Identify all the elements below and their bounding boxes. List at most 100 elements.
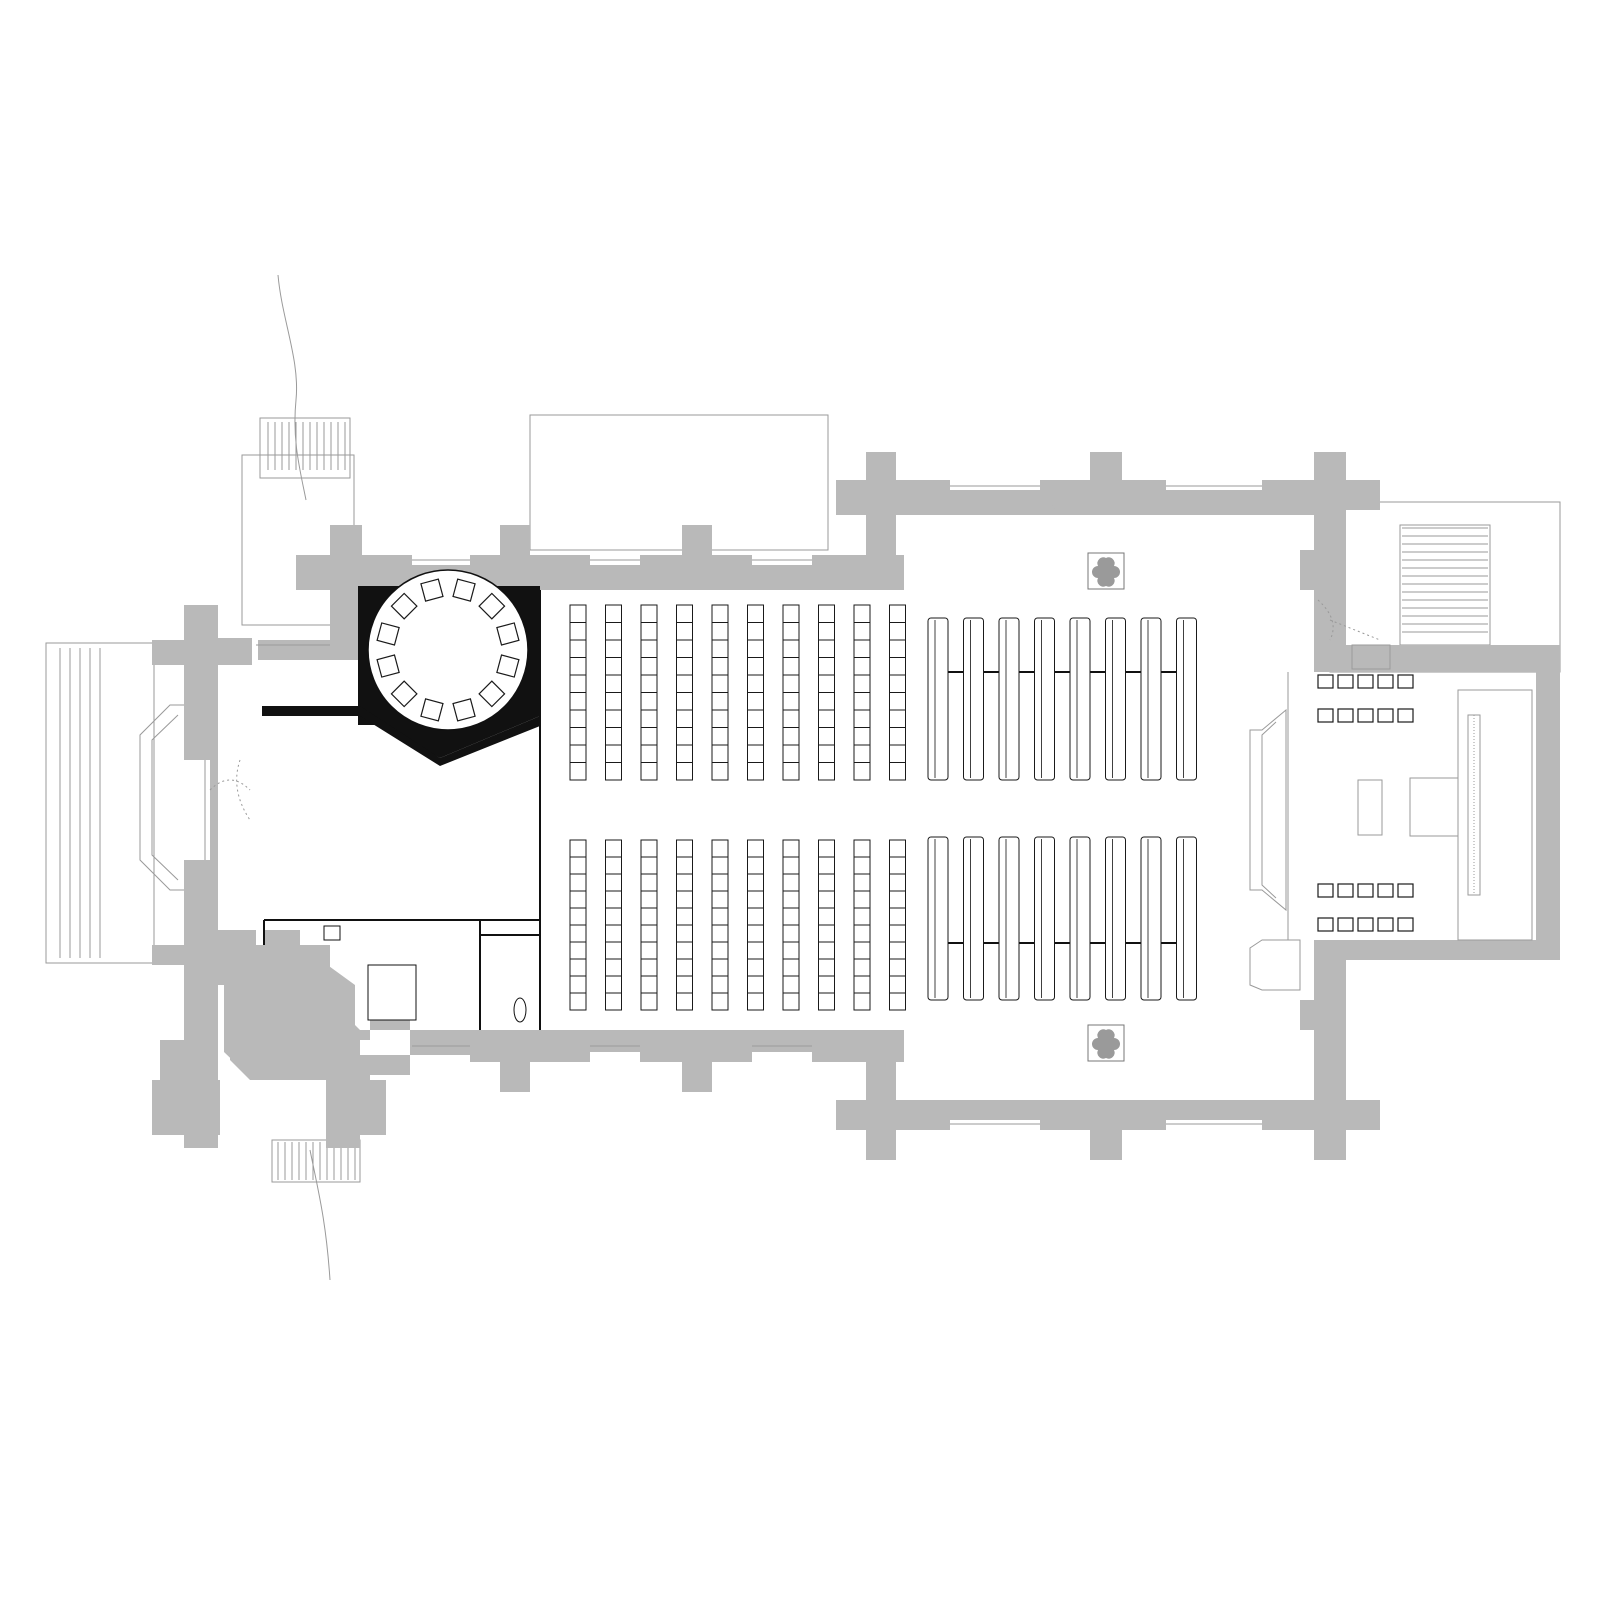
choir-chair xyxy=(1377,674,1394,689)
pew-seat xyxy=(676,975,693,994)
pew-seat xyxy=(605,975,622,994)
pew-seat xyxy=(676,890,693,909)
pew-seat xyxy=(818,890,835,909)
pew-seat xyxy=(747,639,764,658)
pew-seat xyxy=(853,639,871,658)
nave-bench xyxy=(998,836,1020,1001)
pew-seat xyxy=(747,622,764,641)
pew-seat xyxy=(818,856,835,875)
pew-seat xyxy=(711,622,729,641)
round-table-chair xyxy=(452,578,476,602)
pew-seat xyxy=(605,907,622,926)
pew-seat xyxy=(676,958,693,977)
south-wall-front xyxy=(410,1030,904,1092)
pew-seat xyxy=(640,907,658,926)
pew-seat xyxy=(782,657,800,676)
pew-seat xyxy=(640,674,658,693)
pew-seat xyxy=(889,744,906,763)
choir-chair xyxy=(1397,883,1414,898)
pew-seat xyxy=(605,674,622,693)
nave-bench xyxy=(1034,617,1055,781)
pew-seat xyxy=(711,907,729,926)
pew-seat xyxy=(640,692,658,711)
pew-seat xyxy=(605,744,622,763)
choir-chair xyxy=(1377,917,1394,932)
pew-seat xyxy=(853,839,871,858)
pew-seat xyxy=(818,992,835,1011)
pew-seat xyxy=(640,992,658,1011)
choir-chair xyxy=(1317,708,1334,723)
choir-chair xyxy=(1357,674,1374,689)
pew-seat xyxy=(711,604,729,623)
pew-seat xyxy=(569,639,587,658)
pew-seat xyxy=(818,924,835,943)
pew-seat xyxy=(711,709,729,728)
pew-seat xyxy=(676,657,693,676)
pew-seat xyxy=(640,941,658,960)
altar xyxy=(1409,777,1459,837)
choir-chair xyxy=(1377,883,1394,898)
choir-chair xyxy=(1317,883,1334,898)
nave-bench xyxy=(963,617,984,781)
pew-seat xyxy=(605,958,622,977)
pew-seat xyxy=(889,975,906,994)
nave-bench xyxy=(927,836,949,1001)
pew-seat xyxy=(569,992,587,1011)
pew-seat xyxy=(676,762,693,781)
pew-seat xyxy=(747,856,764,875)
round-table xyxy=(367,569,529,731)
east-chancel-wall xyxy=(1314,645,1560,960)
pew-seat xyxy=(569,890,587,909)
choir-chair xyxy=(1317,674,1334,689)
pew-seat xyxy=(569,692,587,711)
pew-seat xyxy=(782,839,800,858)
chancel xyxy=(1249,599,1533,991)
pew-seat xyxy=(818,839,835,858)
altar-table xyxy=(1357,779,1383,836)
nave-bench xyxy=(1069,836,1091,1001)
pew-seat xyxy=(853,941,871,960)
pew-seat xyxy=(853,890,871,909)
pew-seat xyxy=(711,839,729,858)
choir-chair xyxy=(1357,708,1374,723)
pew-seat xyxy=(747,958,764,977)
pew-seat xyxy=(605,762,622,781)
pew-seat xyxy=(747,890,764,909)
round-table-chair xyxy=(390,680,418,708)
pew-seat xyxy=(747,727,764,746)
choir-chair xyxy=(1377,708,1394,723)
sink xyxy=(323,925,341,941)
exterior-stair-top-left xyxy=(241,417,355,626)
pew-seat xyxy=(818,727,835,746)
pulpit xyxy=(1249,939,1301,991)
pew-seat xyxy=(605,856,622,875)
pew-seat xyxy=(782,975,800,994)
pew-seat xyxy=(889,604,906,623)
pew-seat xyxy=(711,924,729,943)
round-table-chair xyxy=(478,680,506,708)
pew-seat xyxy=(818,709,835,728)
pew-seat xyxy=(640,639,658,658)
pew-seat xyxy=(640,762,658,781)
annex-building-outline xyxy=(529,414,829,551)
pew-seat xyxy=(818,762,835,781)
pew-seat xyxy=(605,941,622,960)
pew-seat xyxy=(676,604,693,623)
pew-seat xyxy=(605,622,622,641)
pew-seat xyxy=(711,762,729,781)
pew-seat xyxy=(605,839,622,858)
site-contour-top xyxy=(277,274,307,501)
nave-bench xyxy=(1140,836,1162,1001)
pew-seat xyxy=(747,873,764,892)
pew-seat xyxy=(818,744,835,763)
nave-bench xyxy=(927,617,949,781)
choir-chair xyxy=(1337,883,1354,898)
pew-seat xyxy=(853,709,871,728)
nave-bench xyxy=(1140,617,1162,781)
pew-seat xyxy=(782,762,800,781)
pew-seat xyxy=(711,941,729,960)
pew-seat xyxy=(747,762,764,781)
pew-seat xyxy=(711,674,729,693)
pew-seat xyxy=(782,924,800,943)
